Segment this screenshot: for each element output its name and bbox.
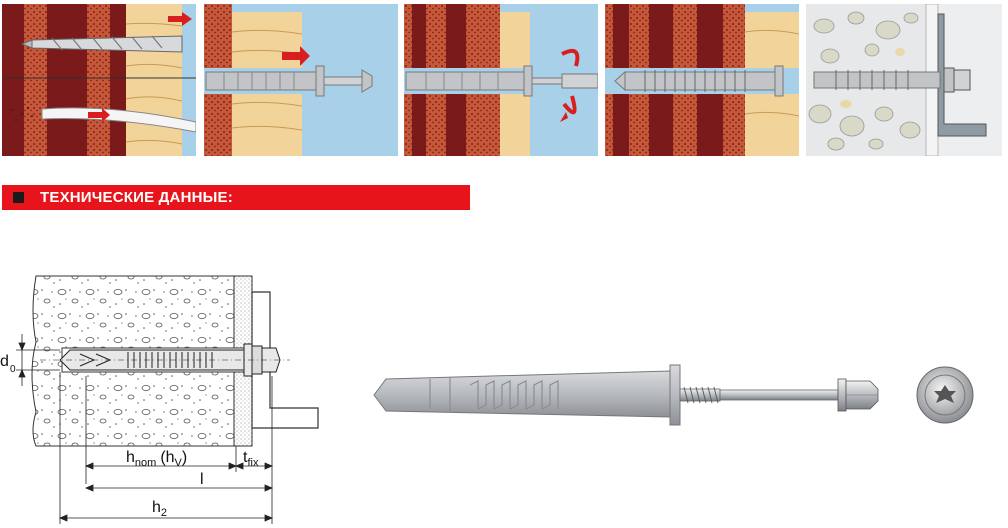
banner-title: ТЕХНИЧЕСКИЕ ДАННЫЕ: [40,189,233,206]
tfix-label: tfix [243,449,259,469]
hv-sub: V [175,457,183,469]
l-label: l [200,471,204,488]
bullet-square-icon [13,192,24,203]
step-4-expanded-panel [605,4,799,156]
technical-drawing: d 0 hnom(hV) tfix l h2 [0,275,319,524]
step-3-screw-panel [404,4,598,156]
insert-anchor-icon [204,4,398,156]
tech-data-banner: ТЕХНИЧЕСКИЕ ДАННЫЕ: [2,185,470,210]
step-5-mounted-panel [806,4,1002,156]
step-2-insert-panel [204,4,398,156]
step-1-drill-panel [2,4,196,156]
h2-label: h2 [152,499,167,519]
anchor-product-illustration [373,364,974,426]
fixture-mounted-icon [806,4,1002,156]
rotate-screw-icon [404,4,598,156]
tfix-main: t [243,449,248,466]
hnom-sub: nom [135,457,156,469]
h2-main: h [152,499,161,516]
d0-main-label: d [0,353,9,370]
drill-hole-icon [2,4,196,156]
hnom-main: h [126,449,135,466]
hnom-label: hnom (hV) [126,449,187,469]
hv-main: (h [160,449,174,466]
h2-sub: 2 [161,507,167,519]
anchor-expanded-icon [605,4,799,156]
hv-close: ) [182,449,187,466]
tfix-sub: fix [247,457,259,469]
d0-sub-label: 0 [10,364,16,375]
